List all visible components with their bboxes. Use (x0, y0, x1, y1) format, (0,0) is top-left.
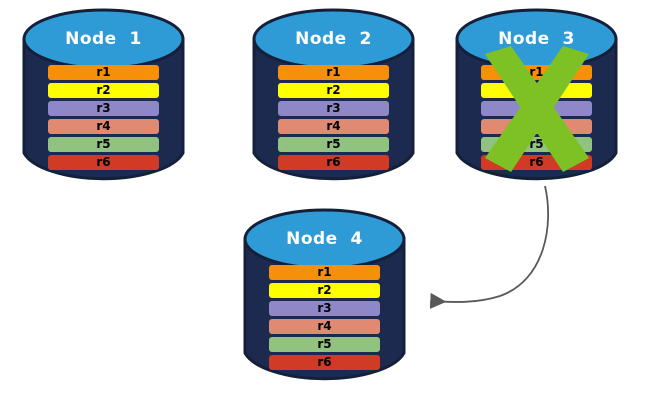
row-stack-4: r1 r2 r3 r4 r5 r6 (243, 265, 406, 370)
row-band-r3[interactable]: r3 (48, 101, 159, 116)
row-band-r1[interactable]: r1 (278, 65, 389, 80)
row-band-r3[interactable]: r3 (278, 101, 389, 116)
row-band-r4[interactable]: r4 (278, 119, 389, 134)
failover-arrow (429, 185, 549, 309)
row-band-r5[interactable]: r5 (48, 137, 159, 152)
row-band-r2[interactable]: r2 (48, 83, 159, 98)
row-band-r1[interactable]: r1 (48, 65, 159, 80)
node-cylinder-2[interactable]: Node 2 r1 r2 r3 r4 r5 r6 (252, 8, 415, 186)
row-band-r1[interactable]: r1 (269, 265, 380, 280)
row-band-r4[interactable]: r4 (48, 119, 159, 134)
row-band-r2[interactable]: r2 (269, 283, 380, 298)
node-cylinder-1[interactable]: Node 1 r1 r2 r3 r4 r5 r6 (22, 8, 185, 186)
row-band-r3[interactable]: r3 (269, 301, 380, 316)
row-band-r6[interactable]: r6 (48, 155, 159, 170)
row-band-r6[interactable]: r6 (278, 155, 389, 170)
row-band-r6[interactable]: r6 (269, 355, 380, 370)
row-band-r4[interactable]: r4 (269, 319, 380, 334)
row-band-r5[interactable]: r5 (269, 337, 380, 352)
row-band-r2[interactable]: r2 (278, 83, 389, 98)
row-band-r5[interactable]: r5 (278, 137, 389, 152)
node-cylinder-4[interactable]: Node 4 r1 r2 r3 r4 r5 r6 (243, 208, 406, 386)
row-stack-1: r1 r2 r3 r4 r5 r6 (22, 65, 185, 170)
row-stack-2: r1 r2 r3 r4 r5 r6 (252, 65, 415, 170)
